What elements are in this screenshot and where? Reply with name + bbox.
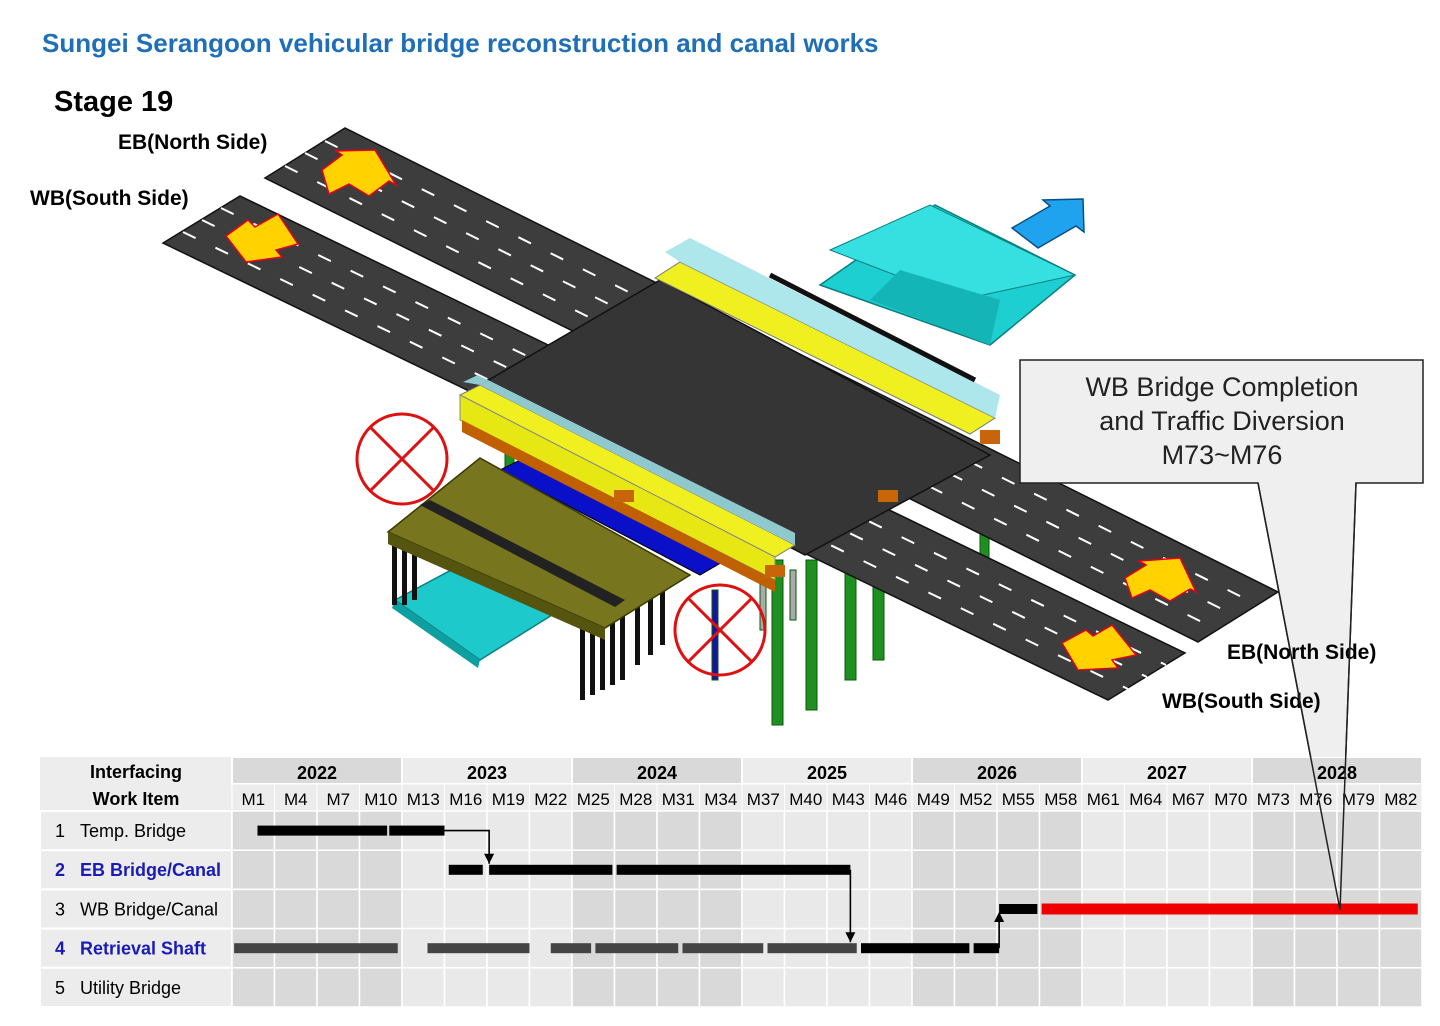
canal-upper: [818, 204, 1077, 346]
year-label: 2022: [297, 763, 337, 783]
month-label: M43: [832, 790, 865, 809]
callout-line-2: and Traffic Diversion: [1099, 406, 1345, 436]
dependency-arrow: [845, 932, 856, 943]
flow-arrow-icon: [1010, 198, 1085, 249]
dependency-arrow: [444, 829, 490, 864]
row-label: Retrieval Shaft: [80, 939, 206, 959]
bearings: [614, 430, 1000, 577]
temp-bridge: [386, 457, 692, 640]
callout-line-1: WB Bridge Completion: [1085, 372, 1359, 402]
month-label: M40: [789, 790, 822, 809]
month-label: M49: [917, 790, 950, 809]
bar-retrieval-shaft: [550, 943, 592, 954]
bar-retrieval-shaft: [861, 943, 970, 954]
month-label: M16: [449, 790, 482, 809]
stage-label: Stage 19: [54, 86, 174, 118]
header-line-1: Interfacing: [90, 762, 182, 782]
row-number: 2: [55, 860, 65, 880]
month-label: M10: [364, 790, 397, 809]
row-label: Temp. Bridge: [80, 821, 186, 841]
month-label: M1: [241, 790, 265, 809]
bar-retrieval-shaft: [595, 943, 679, 954]
bar-temp-bridge: [257, 825, 388, 836]
month-label: M52: [959, 790, 992, 809]
month-label: M34: [704, 790, 737, 809]
month-label: M79: [1342, 790, 1375, 809]
month-label: M70: [1214, 790, 1247, 809]
month-label: M46: [874, 790, 907, 809]
deck-south: [458, 375, 797, 592]
bar-retrieval-shaft: [682, 943, 764, 954]
month-label: M7: [326, 790, 350, 809]
row-label: EB Bridge/Canal: [80, 860, 221, 880]
year-label: 2027: [1147, 763, 1187, 783]
bar-retrieval-shaft: [427, 943, 530, 954]
month-label: M67: [1172, 790, 1205, 809]
row-number: 3: [55, 899, 65, 919]
year-label: 2026: [977, 763, 1017, 783]
month-label: M13: [407, 790, 440, 809]
month-label: M25: [577, 790, 610, 809]
month-label: M28: [619, 790, 652, 809]
bridge-scene: [161, 127, 1424, 760]
bar-wb-bridge-current: [1041, 903, 1418, 915]
month-label: M22: [534, 790, 567, 809]
month-label: M61: [1087, 790, 1120, 809]
year-label: 2023: [467, 763, 507, 783]
bar-retrieval-shaft: [234, 943, 398, 954]
month-label: M73: [1257, 790, 1290, 809]
month-label: M76: [1299, 790, 1332, 809]
bar-retrieval-shaft: [767, 943, 857, 954]
bar-wb-bridge: [999, 904, 1038, 914]
row-label: WB Bridge/Canal: [80, 899, 218, 919]
schedule-bars: [234, 825, 1418, 954]
month-label: M58: [1044, 790, 1077, 809]
deck-north: [653, 238, 1000, 435]
header-line-2: Work Item: [93, 789, 180, 809]
traffic-arrow-icon: [224, 149, 1198, 671]
temp-piles: [392, 535, 665, 700]
year-label: 2024: [637, 763, 677, 783]
bar-eb-bridge: [616, 864, 851, 875]
callout-text: WB Bridge Completion and Traffic Diversi…: [1022, 370, 1422, 472]
dependency-arrow: [484, 853, 495, 864]
bar-eb-bridge: [448, 864, 483, 875]
removed-cross-icon: [355, 412, 449, 506]
year-label: 2025: [807, 763, 847, 783]
year-label: 2028: [1317, 763, 1357, 783]
month-label: M55: [1002, 790, 1035, 809]
month-label: M31: [662, 790, 695, 809]
callout-line-3: M73~M76: [1161, 440, 1283, 470]
road-label-wb-bottom: WB(South Side): [1162, 690, 1321, 713]
row-number: 4: [55, 939, 65, 959]
road-label-eb-bottom: EB(North Side): [1227, 641, 1377, 664]
removed-cross-icon: [673, 583, 767, 677]
bar-retrieval-shaft: [973, 943, 1000, 954]
page-title: Sungei Serangoon vehicular bridge recons…: [42, 28, 879, 58]
schedule-labels: 1 Temp. Bridge 2 EB Bridge/Canal 3 WB Bridge/…: [55, 762, 1417, 998]
road-label-eb-top: EB(North Side): [118, 131, 268, 154]
road-label-wb-top: WB(South Side): [30, 187, 189, 210]
month-label: M82: [1384, 790, 1417, 809]
dependency-arrow: [994, 912, 1005, 922]
schedule-gantt: 1 Temp. Bridge 2 EB Bridge/Canal 3 WB Bridge/…: [40, 757, 1422, 1007]
month-label: M19: [492, 790, 525, 809]
bar-eb-bridge: [489, 864, 613, 875]
month-label: M37: [747, 790, 780, 809]
month-label: M64: [1129, 790, 1162, 809]
row-label: Utility Bridge: [80, 978, 181, 998]
row-number: 1: [55, 821, 65, 841]
bar-temp-bridge: [389, 825, 445, 836]
month-label: M4: [284, 790, 308, 809]
row-number: 5: [55, 978, 65, 998]
piles: [504, 419, 990, 726]
